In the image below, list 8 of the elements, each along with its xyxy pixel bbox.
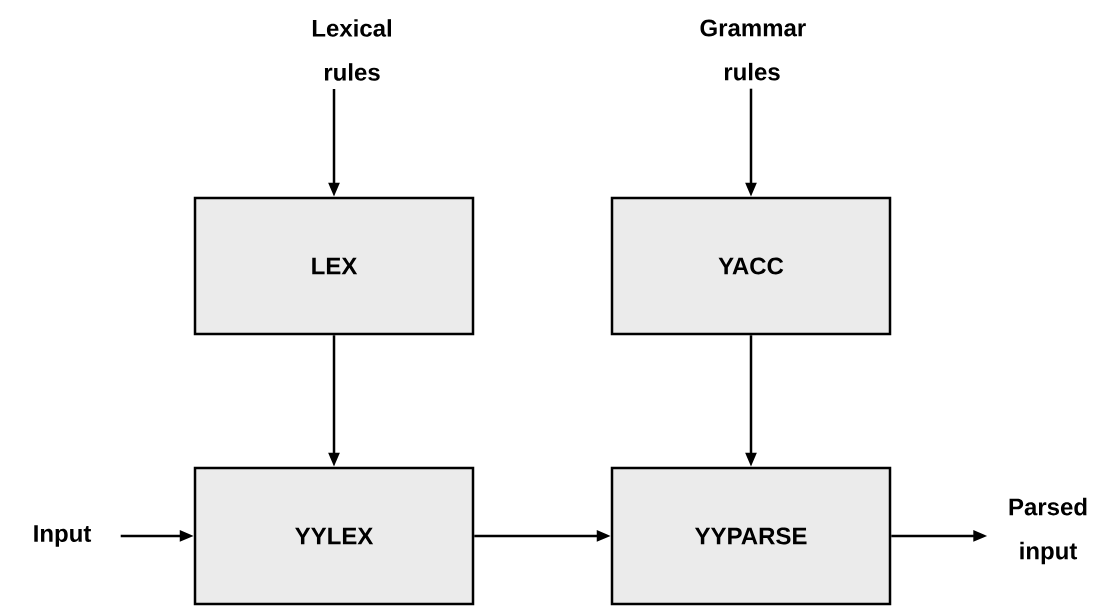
- process-box: YYLEX: [193, 466, 475, 606]
- process-box: YYPARSE: [610, 466, 892, 606]
- process-box: LEX: [193, 196, 475, 336]
- text-label: Input: [34, 525, 92, 547]
- text-label: Grammar rules: [700, 19, 806, 81]
- process-box: YACC: [610, 196, 892, 336]
- text-label: Lexical rules: [312, 19, 391, 81]
- text-label: Parsed input: [1009, 497, 1087, 565]
